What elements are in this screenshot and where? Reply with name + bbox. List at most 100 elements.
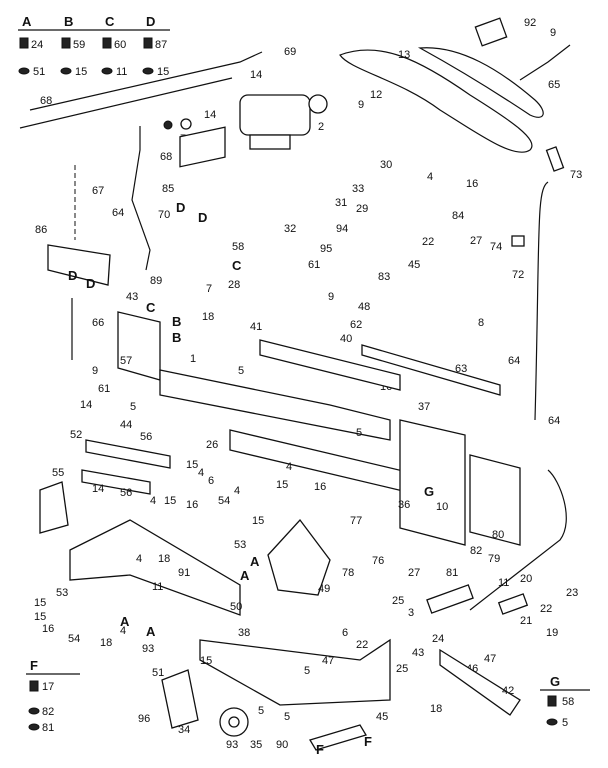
callout-15: 15: [186, 459, 198, 471]
callout-9: 9: [92, 365, 98, 377]
callout-5: 5: [238, 365, 244, 377]
callout-93: 93: [226, 739, 238, 751]
nut-icon: [142, 67, 154, 75]
letter-F: F: [30, 658, 38, 673]
callout-5: 5: [258, 705, 264, 717]
letter-F: F: [316, 742, 324, 757]
letter-F: F: [364, 734, 372, 749]
callout-84: 84: [452, 210, 464, 222]
callout-69: 69: [284, 46, 296, 58]
nut-icon: [101, 67, 113, 75]
callout-43: 43: [412, 647, 424, 659]
callout-18: 18: [430, 703, 442, 715]
bracket-86: [47, 244, 111, 286]
letter-A: A: [240, 568, 250, 583]
callout-74: 74: [490, 241, 502, 253]
callout-68: 68: [40, 95, 52, 107]
callout-64: 64: [548, 415, 560, 427]
callout-14: 14: [80, 399, 92, 411]
letter-C: C: [105, 14, 115, 29]
callout-42: 42: [502, 685, 514, 697]
callout-52: 52: [70, 429, 82, 441]
callout-95: 95: [320, 243, 332, 255]
callout-47: 47: [322, 655, 334, 667]
callout-61: 61: [98, 383, 110, 395]
callout-50: 50: [230, 601, 242, 613]
callout-5: 5: [562, 717, 568, 729]
callout-12: 12: [370, 89, 382, 101]
callout-54: 54: [68, 633, 80, 645]
lever-70: [131, 126, 151, 271]
callout-6: 6: [342, 627, 348, 639]
callout-14: 14: [204, 109, 216, 121]
callout-80: 80: [492, 529, 504, 541]
callout-1: 1: [190, 353, 196, 365]
callout-55: 55: [52, 467, 64, 479]
bar-63: [361, 344, 501, 396]
callout-57: 57: [120, 355, 132, 367]
fitting-73: [545, 146, 565, 172]
callout-10: 10: [436, 501, 448, 513]
callout-27: 27: [408, 567, 420, 579]
callout-4: 4: [120, 625, 126, 637]
callout-56: 56: [120, 487, 132, 499]
bracket-57: [117, 311, 161, 381]
callout-20: 20: [520, 573, 532, 585]
letter-B: B: [64, 14, 73, 29]
callout-51: 51: [152, 667, 164, 679]
frame-38: [199, 638, 391, 706]
letter-A: A: [22, 14, 32, 29]
callout-9: 9: [550, 27, 556, 39]
callout-29: 29: [356, 203, 368, 215]
callout-90: 90: [276, 739, 288, 751]
letter-G: G: [550, 674, 560, 689]
callout-5: 5: [356, 427, 362, 439]
bolt-icon: [547, 695, 557, 707]
letter-A: A: [146, 624, 156, 639]
callout-59: 59: [73, 39, 85, 51]
plate-50: [69, 519, 241, 616]
drive-belt-12: [339, 49, 533, 153]
callout-63: 63: [455, 363, 467, 375]
link-56: [81, 469, 151, 495]
callout-2: 2: [318, 121, 324, 133]
drive-belt-13: [417, 47, 544, 118]
callout-16: 16: [42, 623, 54, 635]
letter-G: G: [424, 484, 434, 499]
callout-6: 6: [208, 475, 214, 487]
callout-25: 25: [396, 663, 408, 675]
letter-B: B: [172, 314, 181, 329]
callout-18: 18: [158, 553, 170, 565]
pivot-34: [161, 669, 199, 729]
link-52: [85, 439, 171, 469]
callout-15: 15: [276, 479, 288, 491]
callout-79: 79: [488, 553, 500, 565]
callout-11: 11: [152, 581, 163, 593]
callout-64: 64: [112, 207, 124, 219]
callout-92: 92: [524, 17, 536, 29]
callout-4: 4: [150, 495, 156, 507]
callout-76: 76: [372, 555, 384, 567]
callout-68: 68: [160, 151, 172, 163]
callout-13: 13: [398, 49, 410, 61]
frame-member-upper: [159, 369, 391, 441]
callout-22: 22: [422, 236, 434, 248]
clip-74: [511, 235, 525, 247]
callout-23: 23: [566, 587, 578, 599]
callout-14: 14: [92, 483, 104, 495]
letter-C: C: [146, 300, 156, 315]
arm-42: [439, 648, 521, 716]
plate-55: [39, 481, 69, 534]
callout-22: 22: [540, 603, 552, 615]
callout-54: 54: [218, 495, 230, 507]
callout-93: 93: [142, 643, 154, 655]
callout-65: 65: [548, 79, 560, 91]
bolt-icon: [102, 37, 112, 49]
callout-30: 30: [380, 159, 392, 171]
callout-91: 91: [178, 567, 190, 579]
callout-35: 35: [250, 739, 262, 751]
nut-icon: [28, 723, 40, 731]
callout-86: 86: [35, 224, 47, 236]
callout-43: 43: [126, 291, 138, 303]
callout-11: 11: [498, 577, 509, 589]
